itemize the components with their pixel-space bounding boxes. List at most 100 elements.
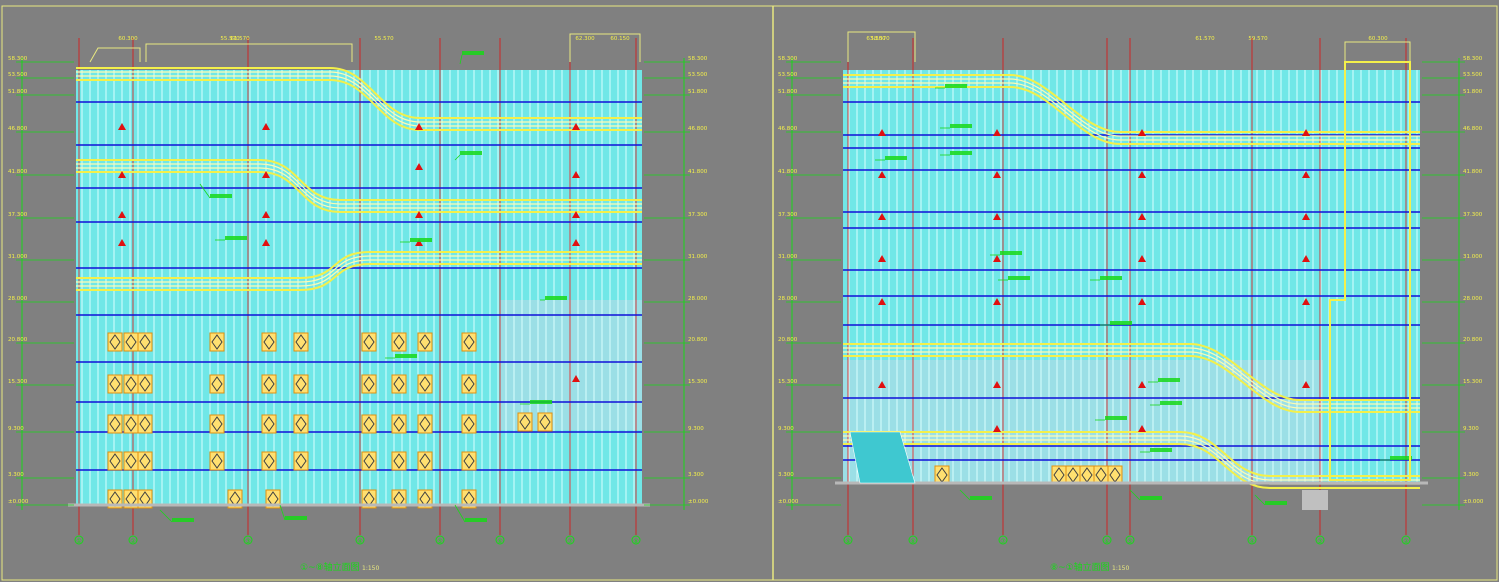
axis-label: ①: [76, 538, 81, 545]
louver-diamond-icon: [363, 334, 375, 350]
left-level-label: 58.300: [778, 56, 798, 62]
louver-panel: [293, 374, 309, 394]
right-level-label: ±0.000: [688, 499, 709, 505]
ramp-band: [76, 171, 642, 213]
ramp-band: [843, 355, 1420, 413]
right-level-label: 9.300: [1463, 426, 1479, 432]
louver-diamond-icon: [295, 416, 307, 432]
right-level-label: 46.800: [1463, 126, 1483, 132]
vent-triangle-icon: [262, 211, 270, 218]
vent-triangle-icon: [118, 171, 126, 178]
axis-bubble: [1125, 535, 1135, 545]
louver-diamond-icon: [419, 376, 431, 392]
axis-bubble: [1401, 535, 1411, 545]
louver-diamond-icon: [463, 376, 475, 392]
louver-panel: [209, 414, 225, 434]
axis-label: ⑦: [1000, 538, 1006, 545]
annotation-leader: [279, 504, 286, 521]
podium-block: [500, 300, 642, 430]
annotation-leader: [959, 489, 971, 501]
vent-triangle-icon: [1138, 171, 1146, 178]
vent-triangle-icon: [1302, 255, 1310, 262]
ramp-band: [843, 74, 1420, 133]
right-level-label: 53.500: [688, 72, 708, 78]
left-level-label: 28.000: [8, 296, 28, 302]
axis-label: ③: [245, 538, 250, 545]
axis-label: ②: [1403, 538, 1409, 545]
axis-label: ⑧: [633, 538, 638, 545]
annotation-tag: [410, 238, 432, 242]
louver-diamond-icon: [263, 416, 275, 432]
louver-diamond-icon: [519, 414, 531, 430]
louver-diamond-icon: [263, 453, 275, 469]
louver-panel: [209, 332, 225, 352]
louver-diamond-icon: [393, 334, 405, 350]
left-level-label: 46.800: [8, 126, 28, 132]
vent-triangle-icon: [1138, 213, 1146, 220]
top-dimension-label: 63.300: [866, 36, 886, 42]
annotation-tag: [172, 518, 194, 522]
annotation-leader: [454, 154, 461, 161]
annotation-tag: [285, 516, 307, 520]
annotation-tag: [1158, 378, 1180, 382]
right-level-label: 20.800: [1463, 337, 1483, 343]
louver-diamond-icon: [393, 453, 405, 469]
ramp-band: [843, 431, 1420, 477]
top-dimension-label: 55.570: [374, 36, 394, 42]
left-level-label: 3.300: [778, 472, 794, 478]
louver-panel: [261, 332, 277, 352]
vent-triangle-icon: [993, 255, 1001, 262]
louver-diamond-icon: [539, 414, 551, 430]
louver-diamond-icon: [109, 334, 121, 350]
right-level-label: 28.000: [1463, 296, 1483, 302]
annotation-tag: [1105, 416, 1127, 420]
ramp-band: [76, 71, 642, 123]
louver-diamond-icon: [125, 416, 137, 432]
right-level-label: 28.000: [688, 296, 708, 302]
right-level-label: 58.300: [1463, 56, 1483, 62]
axis-label: ②: [130, 538, 136, 545]
right-level-label: 58.300: [688, 56, 708, 62]
annotation-tag: [1390, 456, 1412, 460]
vent-triangle-icon: [993, 298, 1001, 305]
annotation-tag: [465, 518, 487, 522]
louver-panel: [417, 451, 433, 471]
vent-triangle-icon: [993, 213, 1001, 220]
vent-triangle-icon: [1138, 255, 1146, 262]
annotation-tag: [950, 124, 972, 128]
axis-bubble: [998, 535, 1008, 545]
right-sheet-title: ⑧~①轴立面图: [1050, 561, 1110, 573]
right-level-label: 15.300: [1463, 379, 1483, 385]
left-level-label: 37.300: [8, 212, 28, 218]
left-level-label: 20.800: [8, 337, 28, 343]
vent-triangle-icon: [993, 171, 1001, 178]
left-level-label: ±0.000: [778, 499, 799, 505]
louver-diamond-icon: [295, 453, 307, 469]
annotation-tag: [1140, 496, 1162, 500]
vent-triangle-icon: [415, 123, 423, 130]
louver-diamond-icon: [363, 453, 375, 469]
vent-triangle-icon: [118, 239, 126, 246]
left-sheet-title: ①~⑧轴立面图: [300, 561, 360, 573]
core-tower-outline: [1329, 61, 1411, 481]
ramp-band: [843, 351, 1420, 409]
axis-bubble: [74, 535, 84, 545]
top-dimension-label: 62.300: [575, 36, 595, 42]
axis-label: ⑦: [567, 538, 573, 545]
louver-diamond-icon: [463, 453, 475, 469]
right-level-label: 46.800: [688, 126, 708, 132]
left-level-label: 51.800: [8, 89, 28, 95]
louver-panel: [461, 332, 477, 352]
louver-panel: [461, 414, 477, 434]
louver-diamond-icon: [463, 334, 475, 350]
axis-bubble: [843, 535, 853, 545]
vent-triangle-icon: [878, 298, 886, 305]
vent-triangle-icon: [572, 123, 580, 130]
annotation-tag: [1160, 401, 1182, 405]
louver-panel: [537, 412, 553, 432]
ramp-band: [76, 159, 642, 201]
louver-diamond-icon: [211, 453, 223, 469]
louver-panel: [107, 332, 123, 352]
right-level-label: 9.300: [688, 426, 704, 432]
